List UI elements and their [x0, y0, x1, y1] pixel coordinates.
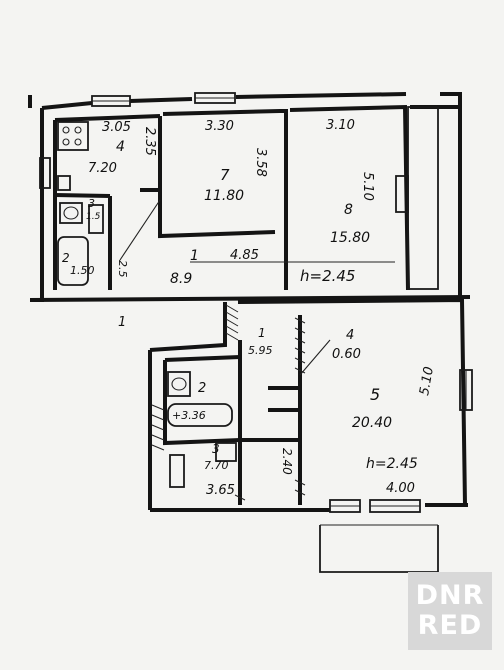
lower-windows	[319, 499, 439, 573]
hall-length-label: 4.85	[230, 248, 259, 263]
room7-depth-label: 3.58	[253, 148, 268, 177]
room5-number-label: 5	[370, 385, 380, 404]
lower-kitchen-number-label: 3	[212, 442, 220, 456]
lower-kitchen-width-label: 3.65	[206, 483, 235, 498]
lower-kitchen-area-label: 7.70	[204, 459, 229, 472]
closet-number-label: 4	[346, 328, 354, 343]
bath-label-3: 3	[88, 197, 95, 210]
lower-fixtures	[167, 339, 473, 488]
hall-area-label: 8.9	[170, 271, 192, 287]
room5-depth-label: 5.10	[417, 366, 437, 397]
lower-hall-value-label: 5.95	[248, 344, 273, 357]
lower-hall-number-label: 1	[258, 326, 266, 340]
corridor-mark-label: 1	[118, 315, 126, 330]
lower-hatching	[151, 304, 306, 501]
watermark-line-1: DNR	[415, 580, 485, 611]
bath-label-1-50: 1.50	[70, 264, 95, 277]
room8-number-label: 8	[344, 202, 353, 218]
lower-apartment-walls	[148, 297, 468, 512]
kitchen-area-label: 7.20	[88, 161, 117, 176]
room5-area-label: 20.40	[352, 415, 392, 431]
lower-labels: 1 1 5.95 4 0.60 2 +3.36 3 7.70 3.65 2.40…	[118, 315, 437, 498]
upper-fixtures	[57, 106, 439, 290]
lower-kitchen-depth-label: 2.40	[280, 448, 294, 475]
kitchen-width-label: 3.05	[102, 120, 131, 135]
room8-width-label: 3.10	[326, 118, 355, 133]
watermark-badge: DNR RED	[408, 572, 492, 650]
room7-area-label: 11.80	[204, 188, 244, 204]
kitchen-number-label: 4	[116, 139, 125, 155]
upper-labels: 3.05 4 7.20 2.35 3.30 7 11.80 3.58 3.10 …	[62, 118, 375, 287]
room5-width-label: 4.00	[386, 481, 415, 496]
watermark-line-2: RED	[417, 610, 483, 641]
bath-number-label: 2	[198, 381, 206, 396]
room7-number-label: 7	[220, 166, 230, 184]
bath-area-label: +3.36	[172, 409, 206, 422]
room5-height-label: h=2.45	[366, 456, 418, 472]
kitchen-depth-label: 2.35	[142, 127, 157, 156]
upper-windows	[39, 92, 236, 189]
bath-label-2: 2	[62, 251, 70, 265]
room8-depth-label: 5.10	[360, 172, 375, 201]
bath-label-2-5: 2.5	[116, 260, 129, 278]
bath-label-1-5: 1.5	[86, 212, 101, 222]
room8-area-label: 15.80	[330, 230, 370, 246]
closet-area-label: 0.60	[332, 347, 361, 362]
room7-width-label: 3.30	[205, 119, 234, 134]
upper-apartment-walls	[28, 92, 471, 302]
hall-number-label: 1	[190, 248, 199, 264]
ceiling-height-label: h=2.45	[300, 267, 355, 285]
